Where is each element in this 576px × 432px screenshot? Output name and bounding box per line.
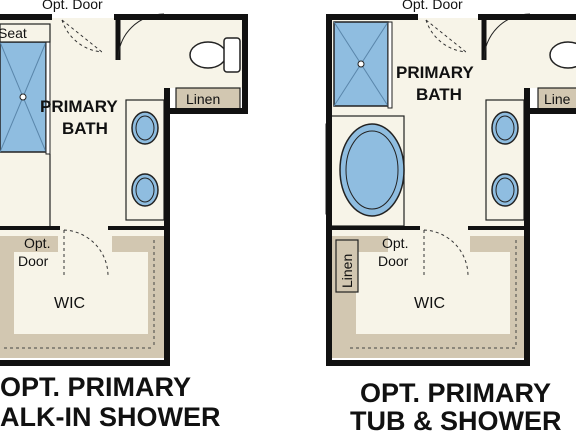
right-wall-step	[524, 108, 576, 114]
right-wic-door-label-2: Door	[378, 253, 409, 269]
left-top-door-label: Opt. Door	[42, 0, 103, 12]
right-linen-top-label: Line	[544, 91, 571, 107]
right-top-door-swing	[425, 19, 467, 53]
seat-bench	[0, 23, 51, 43]
left-wic-door-label-2: Door	[18, 253, 49, 269]
right-toilet-bowl-icon	[549, 41, 576, 69]
left-wic-label: WIC	[54, 295, 85, 312]
right-wall-top-a	[326, 14, 418, 20]
left-wall-step	[164, 108, 248, 114]
left-wic-door-swing	[63, 229, 109, 277]
left-bath-label-1: PRIMARY	[40, 97, 118, 116]
left-wall-top-b	[114, 14, 248, 20]
left-sink-lower-inner	[135, 177, 155, 203]
left-plan: Opt. Door Seat PRIMARY BATH Linen Opt. D…	[0, 0, 248, 432]
right-plan: Opt. Door PRIMARY BATH Line Linen Opt. D…	[325, 0, 576, 432]
left-seat-label: Seat	[0, 25, 27, 41]
right-shower-glass	[387, 21, 393, 109]
right-wall-left	[326, 14, 332, 366]
left-wall-mid-b	[108, 226, 170, 230]
right-shower-drain-icon	[357, 60, 365, 68]
right-wall-top-b	[478, 14, 576, 20]
shower-drain-icon	[19, 93, 27, 101]
right-bath-label-2: BATH	[416, 85, 462, 104]
right-sink-upper-inner	[495, 115, 515, 141]
toilet-tank-icon	[223, 37, 241, 73]
left-wall-mid-a	[0, 226, 60, 230]
left-bath-label-2: BATH	[62, 119, 108, 138]
right-wall-mid-b	[468, 226, 530, 230]
right-wic-door-swing	[423, 229, 469, 277]
right-bath-label-1: PRIMARY	[396, 63, 474, 82]
right-wic-door-label-1: Opt.	[382, 235, 408, 251]
left-sink-upper-inner	[135, 115, 155, 141]
right-linen-side-label: Linen	[339, 254, 355, 288]
left-title-line2: ALK-IN SHOWER	[0, 402, 220, 432]
left-wall-bottom	[0, 360, 170, 366]
tub-icon	[339, 123, 405, 217]
right-wic-label: WIC	[414, 295, 445, 312]
right-linen-side	[335, 239, 359, 293]
left-wic-shelving	[0, 236, 164, 358]
left-title-line1: OPT. PRIMARY	[0, 372, 191, 402]
left-wall-right-upper	[242, 14, 248, 112]
right-sink-lower-inner	[495, 177, 515, 203]
right-wall-mid-a	[330, 226, 420, 230]
right-title-line1: OPT. PRIMARY	[360, 378, 551, 408]
left-wic-door-label-1: Opt.	[24, 235, 50, 251]
left-wall-top-a	[0, 14, 52, 20]
right-wall-bottom	[326, 360, 530, 366]
tub-inner	[345, 130, 399, 210]
left-linen-label: Linen	[186, 91, 220, 107]
right-top-door-label: Opt. Door	[402, 0, 463, 12]
left-top-door-swing	[61, 19, 103, 53]
toilet-bowl-icon	[189, 41, 227, 69]
right-title-line2: TUB & SHOWER	[350, 406, 562, 432]
